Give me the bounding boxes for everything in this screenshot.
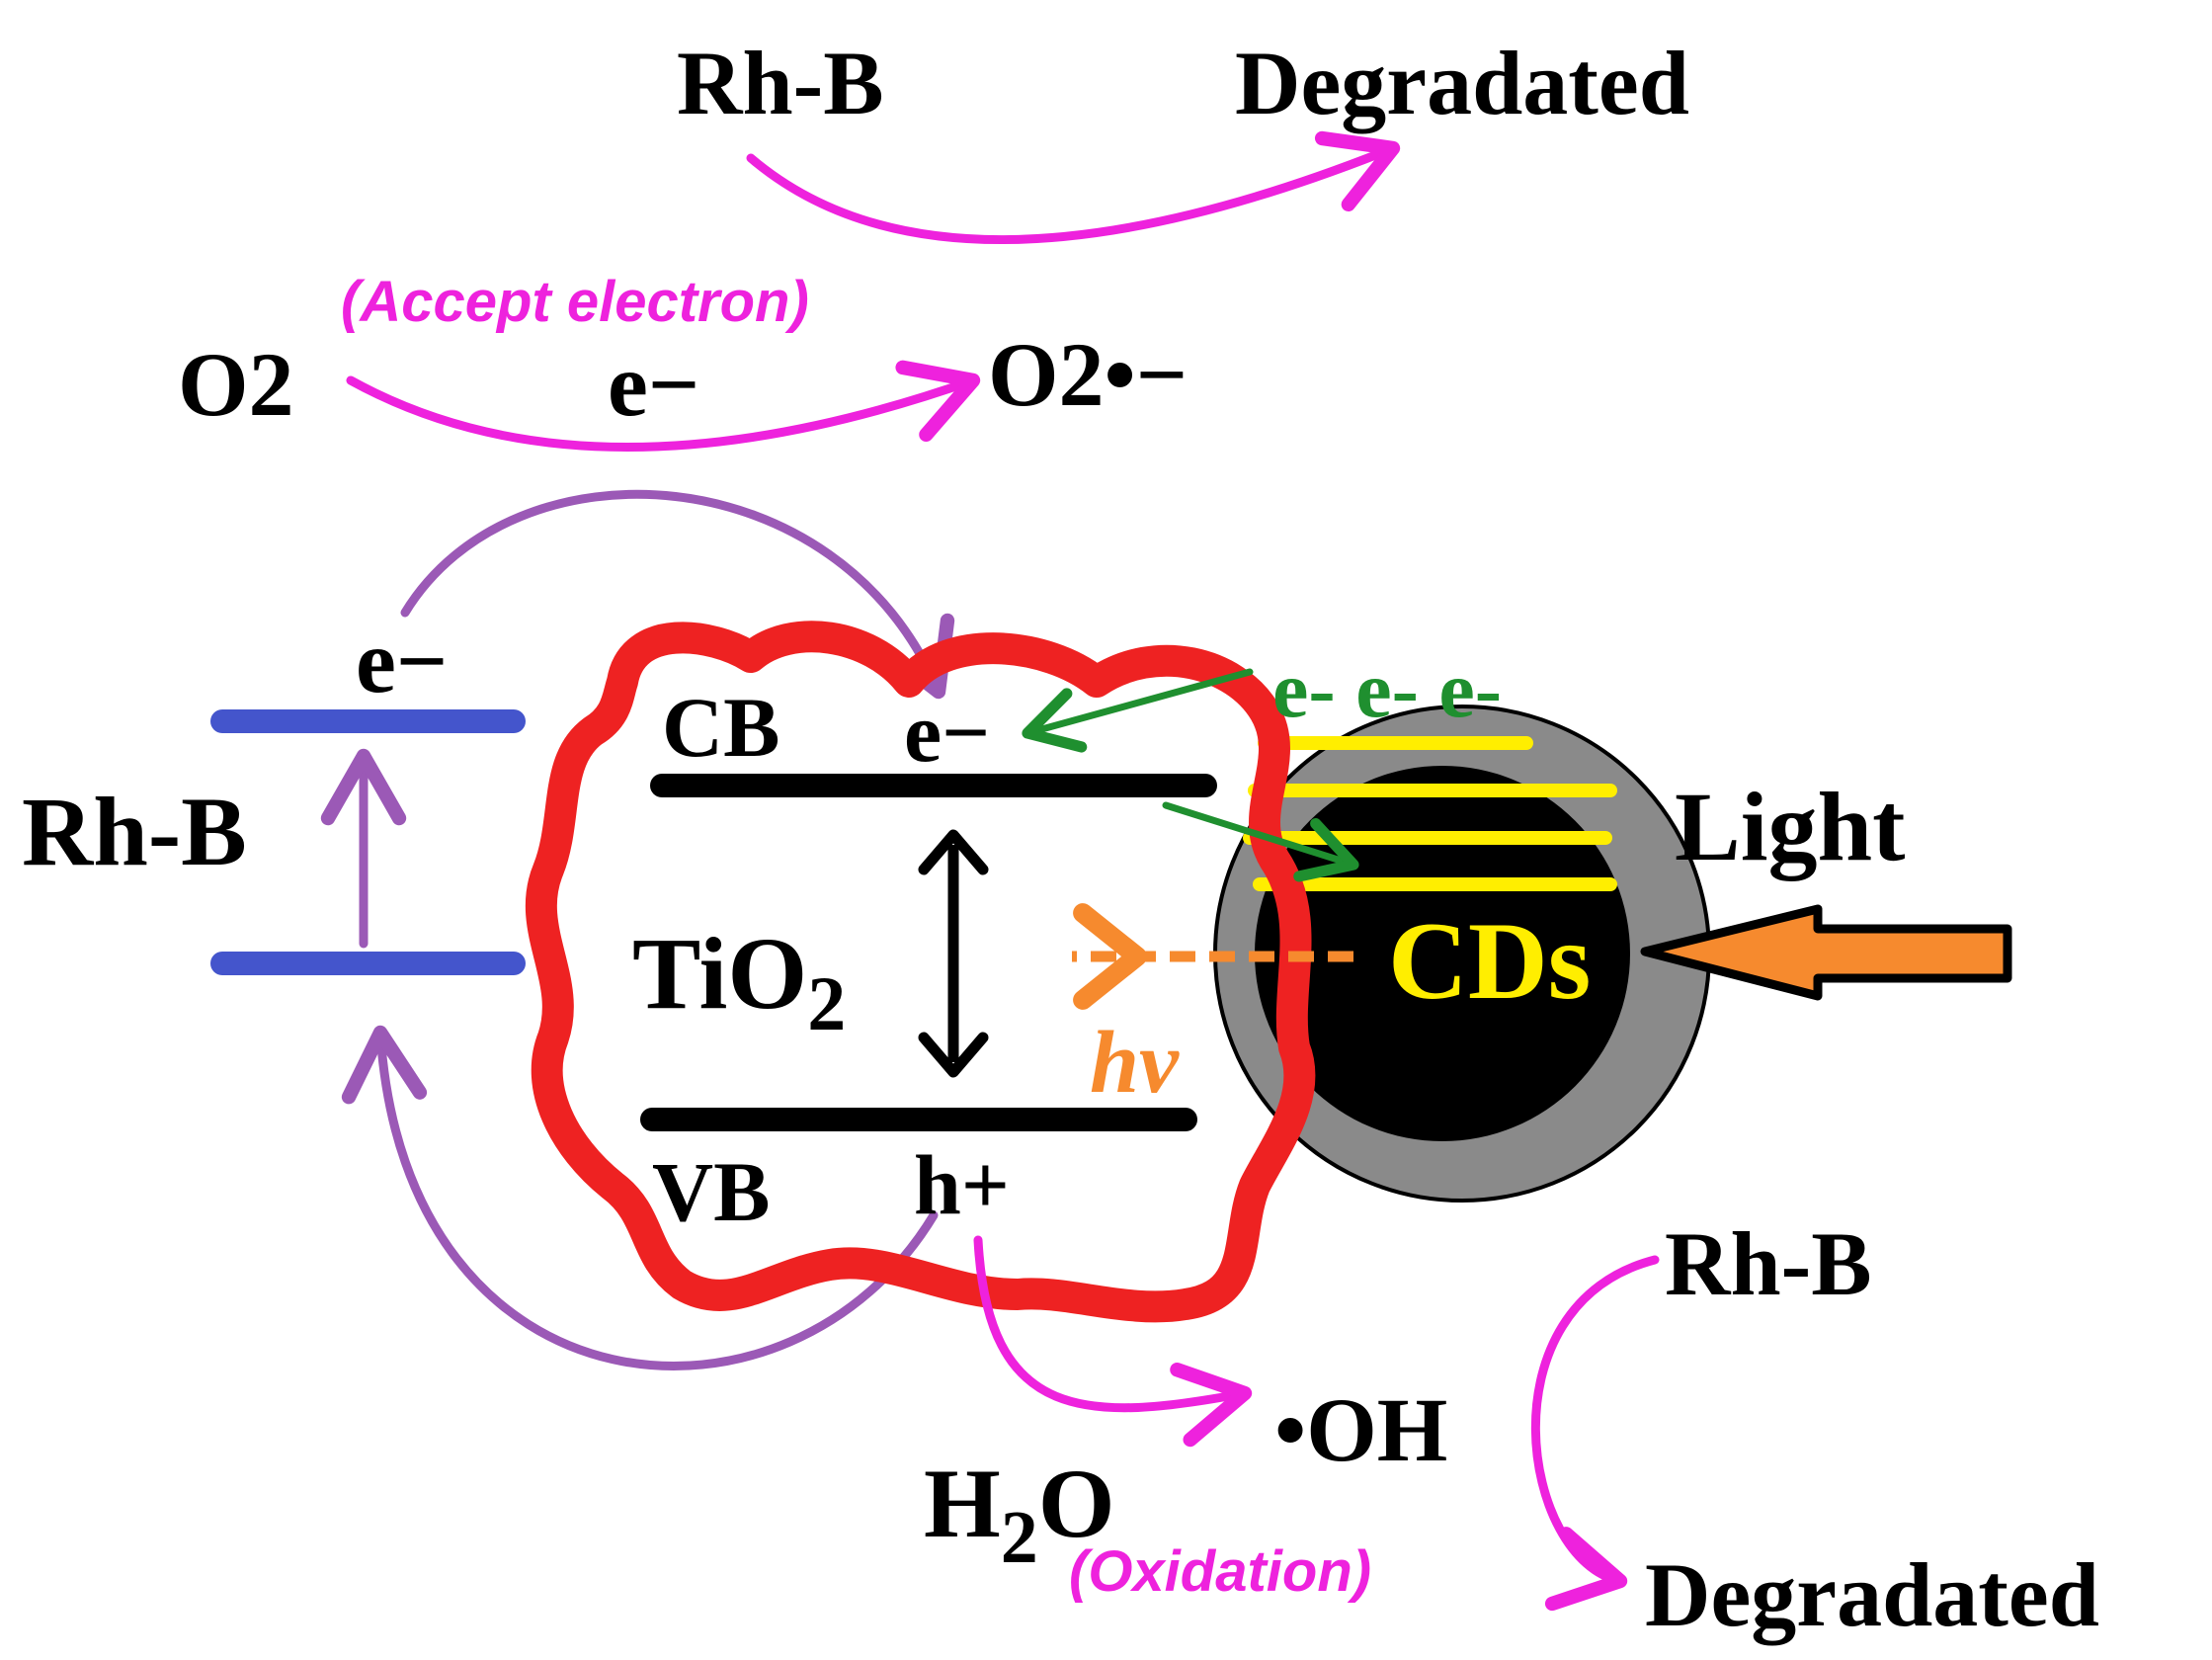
hv-label: hv [1090, 1014, 1180, 1112]
cds-to-cb-electron-arrow [1022, 668, 1254, 753]
tio2-particle-outline [525, 621, 1316, 1323]
light-incoming-arrow [1640, 904, 2012, 1001]
top-rhb-label: Rh-B [677, 33, 884, 133]
rhb-side-label: Rh-B [22, 777, 247, 886]
bottom-rhb-label: Rh-B [1665, 1213, 1872, 1314]
band-gap-arrowhead-bottom [918, 1032, 989, 1078]
accept-electron-annotation: (Accept electron) [341, 270, 809, 334]
h2o-label-subscript: 2 [1001, 1496, 1038, 1579]
rhb-electron-label: e− [356, 611, 448, 711]
bottom-degradated-label: Degradated [1645, 1544, 2099, 1645]
light-label: Light [1675, 772, 1905, 881]
tio2-label-main: TiO [632, 917, 807, 1031]
cb-label: CB [662, 680, 779, 775]
vb-label: VB [652, 1144, 770, 1239]
tio2-label: TiO2 [632, 917, 846, 1046]
electron-injection-arrow [400, 489, 955, 700]
cds-electrons-label: e- e- e- [1272, 644, 1502, 734]
hole-oxidation-arrow [973, 1235, 1253, 1448]
h2o-label-h: H [924, 1449, 1001, 1558]
cds-label: CDs [1388, 900, 1591, 1023]
cb-to-cds-electron-arrow [1162, 801, 1359, 882]
oxygen-reduction-arrow [346, 360, 981, 452]
cb-electron-label: e− [904, 685, 990, 780]
bottom-degradation-arrow [1530, 1255, 1660, 1611]
hole-regeneration-arrow [341, 1025, 939, 1370]
oxidation-annotation: (Oxidation) [1069, 1539, 1371, 1604]
hydroxyl-radical-label: •OH [1274, 1379, 1447, 1480]
h2o-label-o: O [1038, 1449, 1115, 1558]
superoxide-label: O2•− [988, 324, 1188, 425]
vb-hole-label: h+ [914, 1137, 1010, 1232]
band-gap-arrowhead-top [918, 829, 989, 875]
top-degradation-arrow [746, 130, 1401, 245]
top-degradated-label: Degradated [1235, 33, 1689, 133]
o2-label: O2 [178, 334, 294, 435]
h2o-label: H2O [924, 1449, 1115, 1579]
o2-electron-label: e− [608, 334, 699, 435]
tio2-label-subscript: 2 [807, 960, 846, 1046]
